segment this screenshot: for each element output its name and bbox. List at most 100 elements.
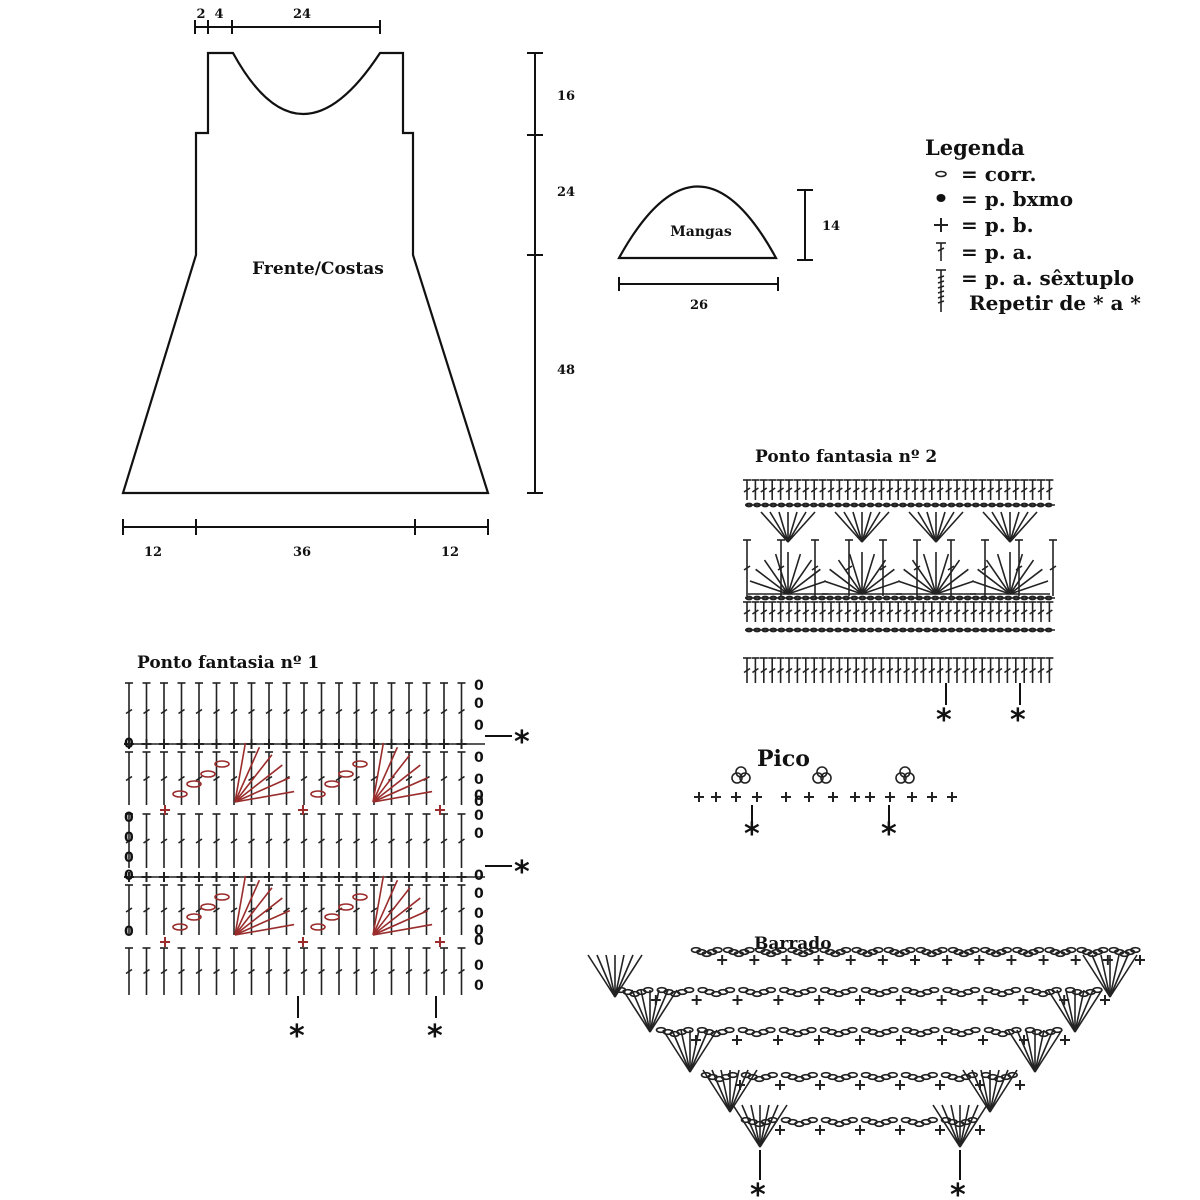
- stitch-dc: [265, 884, 273, 935]
- stitch-dc: [1045, 657, 1054, 683]
- stitch-sc: [855, 1125, 865, 1135]
- stitch-dc: [195, 751, 203, 805]
- stitch-chain: [866, 627, 875, 633]
- stitch-chain: [971, 595, 980, 601]
- stitch-dc: [370, 947, 378, 995]
- pattern2-repeat-star-1: *: [936, 703, 952, 738]
- stitch-chain: [809, 502, 818, 508]
- stitch-dc: [843, 657, 852, 683]
- stitch-chain: [793, 627, 802, 633]
- pattern1-repeat-star-4: *: [427, 1019, 443, 1054]
- stitch-dc: [936, 601, 945, 622]
- stitch-chain: [338, 903, 354, 911]
- stitch-dc: [936, 657, 945, 683]
- stitch-sc: [947, 792, 957, 802]
- stitch-dc: [1011, 601, 1020, 622]
- stitch-chain: [996, 502, 1004, 508]
- stitch-chain: [1020, 627, 1029, 633]
- stitch-dc: [335, 751, 343, 805]
- stitch-dc: [195, 947, 203, 995]
- stitch-dc: [370, 682, 378, 740]
- stitch-sc: [732, 995, 743, 1005]
- stitch-chain: [882, 595, 891, 601]
- stitch-dc: [125, 813, 133, 868]
- stitch-dc: [927, 479, 936, 500]
- stitch-dc: [352, 682, 361, 740]
- stitch-sc: [1135, 955, 1145, 965]
- stitch-dc: [352, 947, 361, 995]
- pico-repeat-star-1: *: [744, 817, 760, 852]
- stitch-chain: [807, 1116, 818, 1124]
- pattern2-repeat-star-2: *: [1010, 703, 1026, 738]
- stitch-chain: [882, 627, 891, 633]
- stitch-dc: [843, 479, 852, 500]
- stitch-dc: [212, 751, 221, 805]
- stitch-chain: [939, 502, 948, 508]
- stitch-chain: [1004, 502, 1013, 508]
- stitch-dc: [422, 947, 431, 995]
- stitch-chain: [971, 627, 980, 633]
- stitch-chain: [834, 502, 842, 508]
- dim-side: 16 24 48: [527, 52, 575, 494]
- stitch-dc: [902, 657, 911, 683]
- pico-stitch-row: [694, 766, 957, 802]
- stitch-chain: [1129, 946, 1141, 954]
- stitch-sc: [977, 995, 988, 1005]
- pattern1-stitch-grid: [124, 682, 485, 995]
- stitch-chain: [801, 595, 810, 601]
- stitch-chain: [761, 627, 770, 633]
- row-marker: 0: [474, 886, 484, 902]
- dim-top-3: 24: [293, 7, 311, 22]
- stitch-dc: [768, 479, 777, 500]
- stitch-dc: [317, 884, 326, 935]
- stitch-dc: [986, 601, 995, 622]
- stitch-chain: [753, 595, 761, 601]
- stitch-dc: [927, 601, 936, 622]
- stitch-dc: [300, 884, 308, 935]
- stitch-dc: [142, 884, 151, 935]
- row-marker: 0: [124, 850, 134, 866]
- stitch-chain: [842, 627, 851, 633]
- stitch-dc: [195, 813, 203, 868]
- stitch-dc: [811, 539, 819, 596]
- stitch-chain: [996, 627, 1004, 633]
- stitch-dc: [818, 657, 827, 683]
- stitch-sc: [974, 955, 985, 965]
- row-marker: 0: [474, 933, 484, 949]
- stitch-dc: [422, 813, 431, 868]
- stitch-dc: [860, 657, 869, 683]
- stitch-dc: [801, 479, 810, 500]
- stitch-chain: [907, 502, 915, 508]
- stitch-chain: [834, 627, 842, 633]
- stitch-dc: [913, 539, 921, 596]
- stitch-chain: [988, 502, 996, 508]
- stitch-dc: [995, 657, 1003, 683]
- stitch-chain: [1012, 627, 1021, 633]
- stitch-chain: [928, 986, 940, 994]
- stitch-dc: [852, 601, 861, 622]
- stitch-dc: [230, 947, 238, 995]
- stitch-dc: [212, 813, 221, 868]
- stitch-chain: [955, 595, 964, 601]
- stitch-dc: [947, 539, 955, 596]
- stitch-dc: [177, 884, 186, 935]
- stitch-sc: [775, 1125, 785, 1135]
- stitch-chain: [352, 893, 368, 901]
- stitch-dc: [440, 884, 448, 935]
- stitch-chain: [969, 946, 980, 954]
- stitch-dc: [195, 682, 203, 740]
- pattern2-stitch-grid: [743, 479, 1057, 683]
- stitch-dc: [125, 751, 133, 805]
- stitch-chain: [745, 595, 753, 601]
- stitch-chain: [200, 770, 216, 778]
- stitch-chain: [890, 595, 899, 601]
- stitch-chain: [996, 595, 1004, 601]
- stitch-chain: [931, 502, 940, 508]
- stitch-dc: [405, 682, 413, 740]
- stitch-dc: [1037, 479, 1045, 500]
- stitch-sc: [781, 792, 791, 802]
- stitch-dc: [370, 813, 378, 868]
- row-marker: 0: [124, 868, 134, 884]
